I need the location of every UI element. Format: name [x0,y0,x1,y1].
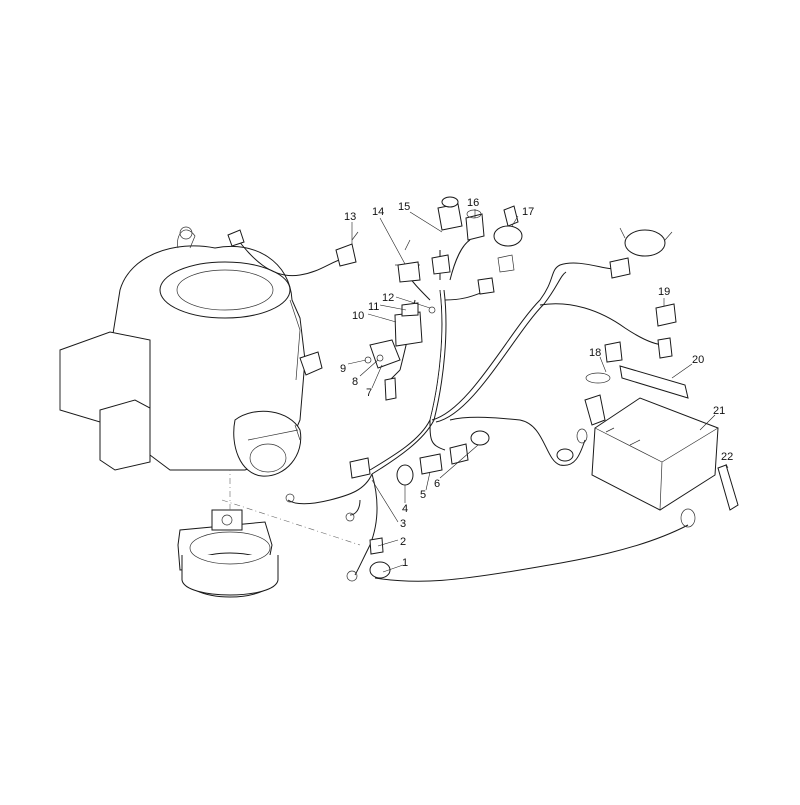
callout-10: 10 [352,310,364,322]
callout-leaders [347,209,729,573]
callout-15: 15 [398,201,410,213]
callout-7: 7 [366,387,372,399]
callout-2: 2 [400,536,406,548]
callout-1: 1 [402,557,408,569]
callout-22: 22 [721,451,733,463]
callout-19: 19 [658,286,670,298]
engine [59,226,323,477]
pto-clutch [177,470,361,598]
callout-12: 12 [382,292,394,304]
callout-17: 17 [522,206,534,218]
callout-20: 20 [692,354,704,366]
callouts: 1 2 3 4 5 6 7 8 9 10 11 12 13 14 15 16 1… [340,197,733,569]
callout-18: 18 [589,347,601,359]
callout-9: 9 [340,363,346,375]
wiring-harness [287,239,689,582]
callout-11: 11 [368,301,379,313]
callout-13: 13 [344,211,356,223]
spark-plug-lead [227,229,359,277]
callout-14: 14 [372,206,384,218]
callout-21: 21 [713,405,725,417]
parts [285,196,739,582]
callout-8: 8 [352,376,358,388]
callout-6: 6 [434,478,440,490]
callout-3: 3 [400,518,406,530]
callout-4: 4 [402,503,408,515]
callout-16: 16 [467,197,479,209]
callout-5: 5 [420,489,426,501]
